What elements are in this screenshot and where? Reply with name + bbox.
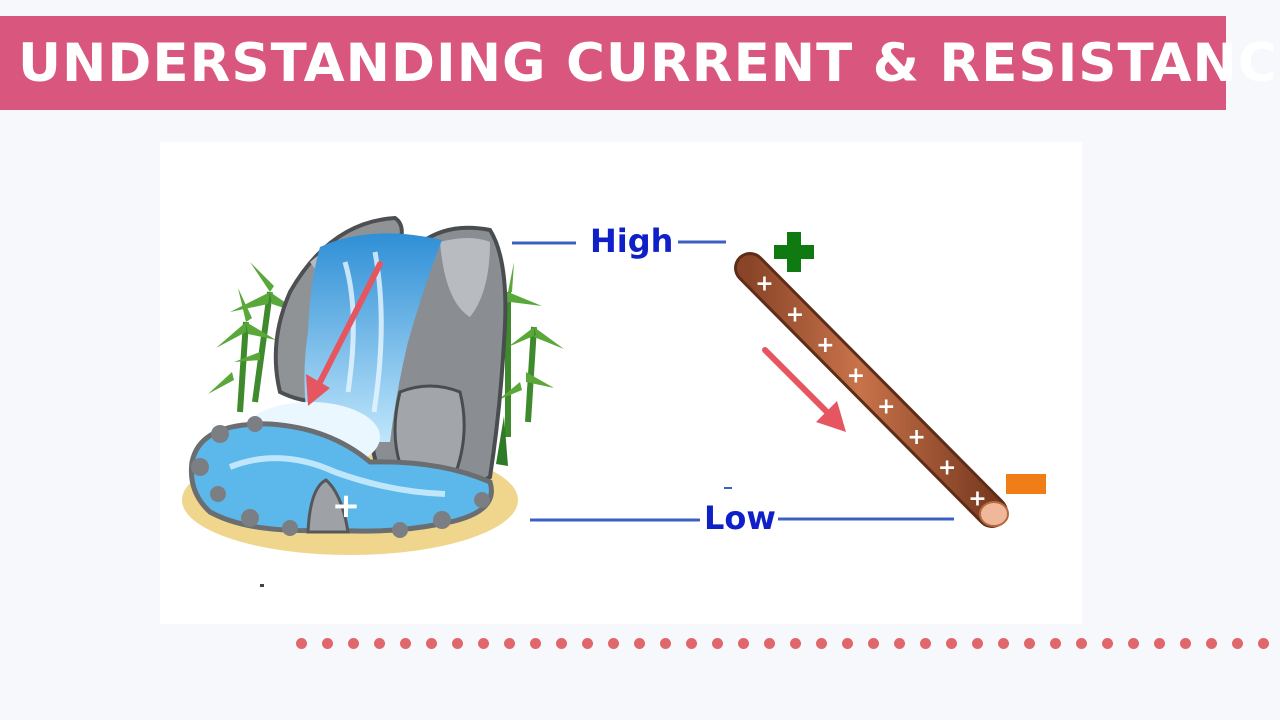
high-level-marker: High bbox=[512, 222, 726, 260]
decor-dot bbox=[374, 638, 385, 649]
decor-dot bbox=[816, 638, 827, 649]
decor-dot bbox=[998, 638, 1009, 649]
decor-dot bbox=[946, 638, 957, 649]
decor-dot bbox=[556, 638, 567, 649]
decor-dot bbox=[1180, 638, 1191, 649]
decor-dot bbox=[764, 638, 775, 649]
decor-dot bbox=[738, 638, 749, 649]
decor-dot bbox=[1024, 638, 1035, 649]
decor-dot bbox=[608, 638, 619, 649]
positive-terminal-icon bbox=[774, 232, 814, 272]
decor-dot bbox=[790, 638, 801, 649]
pool-rock bbox=[306, 478, 350, 534]
decor-dot bbox=[894, 638, 905, 649]
decor-dot bbox=[348, 638, 359, 649]
decor-dot bbox=[530, 638, 541, 649]
speck bbox=[260, 584, 264, 587]
pool-stones bbox=[191, 416, 490, 538]
decor-dot bbox=[1102, 638, 1113, 649]
palm-right bbox=[505, 292, 537, 437]
water-flow-arrow bbox=[306, 261, 383, 406]
wire-charge-plus-icon: + bbox=[755, 272, 773, 297]
copper-wire: + + + + + + + + bbox=[734, 252, 1009, 528]
decor-dot bbox=[868, 638, 879, 649]
decor-dot bbox=[400, 638, 411, 649]
decor-dot bbox=[426, 638, 437, 649]
decor-dot bbox=[972, 638, 983, 649]
decor-dot bbox=[452, 638, 463, 649]
high-label: High bbox=[590, 222, 673, 260]
current-flow-arrow bbox=[762, 347, 846, 432]
decor-dot bbox=[1050, 638, 1061, 649]
waterfall-stream bbox=[304, 233, 442, 442]
decor-dot bbox=[686, 638, 697, 649]
page-title: UNDERSTANDING CURRENT & RESISTANCE bbox=[18, 33, 1280, 94]
decor-dot bbox=[504, 638, 515, 649]
low-level-marker: Low bbox=[530, 487, 954, 537]
wire-charge-plus-icon: + bbox=[816, 333, 834, 358]
current-resistance-diagram: + High Low + + + + + + + + bbox=[182, 215, 1046, 587]
decor-dot bbox=[1232, 638, 1243, 649]
decor-dot bbox=[1076, 638, 1087, 649]
rock-right-highlight bbox=[440, 238, 490, 317]
wire-charge-plus-icon: + bbox=[968, 486, 986, 511]
decor-dot bbox=[920, 638, 931, 649]
wire-charge-plus-icon: + bbox=[847, 364, 865, 389]
low-label: Low bbox=[704, 499, 776, 537]
wire-charge-plus-icon: + bbox=[938, 456, 956, 481]
decor-dot bbox=[1128, 638, 1139, 649]
wire-charges: + + + + + + + + bbox=[755, 272, 986, 512]
decor-dot bbox=[478, 638, 489, 649]
negative-terminal-icon bbox=[1006, 474, 1046, 494]
decor-dot bbox=[322, 638, 333, 649]
decor-dot bbox=[1258, 638, 1269, 649]
pool-ripple bbox=[228, 455, 446, 497]
decor-dot bbox=[634, 638, 645, 649]
wire-end bbox=[979, 501, 1009, 527]
decor-dot bbox=[296, 638, 307, 649]
title-banner: UNDERSTANDING CURRENT & RESISTANCE bbox=[0, 16, 1280, 110]
pool-plus-icon: + bbox=[332, 486, 361, 526]
decor-dot bbox=[660, 638, 671, 649]
decor-dot bbox=[712, 638, 723, 649]
waterfall-illustration: + bbox=[182, 215, 564, 555]
decor-dot bbox=[582, 638, 593, 649]
palm-leaves-right bbox=[480, 262, 564, 400]
decorative-dot-row bbox=[296, 638, 1280, 654]
palm-leaves-left bbox=[208, 262, 302, 394]
palm-left bbox=[237, 291, 273, 413]
decor-dot bbox=[842, 638, 853, 649]
diagram-panel: + High Low + + + + + + + + bbox=[160, 142, 1082, 624]
wire-charge-plus-icon: + bbox=[786, 302, 804, 327]
wire-charge-plus-icon: + bbox=[877, 394, 895, 419]
decor-dot bbox=[1206, 638, 1217, 649]
decor-dot bbox=[1154, 638, 1165, 649]
wire-charge-plus-icon: + bbox=[907, 425, 925, 450]
